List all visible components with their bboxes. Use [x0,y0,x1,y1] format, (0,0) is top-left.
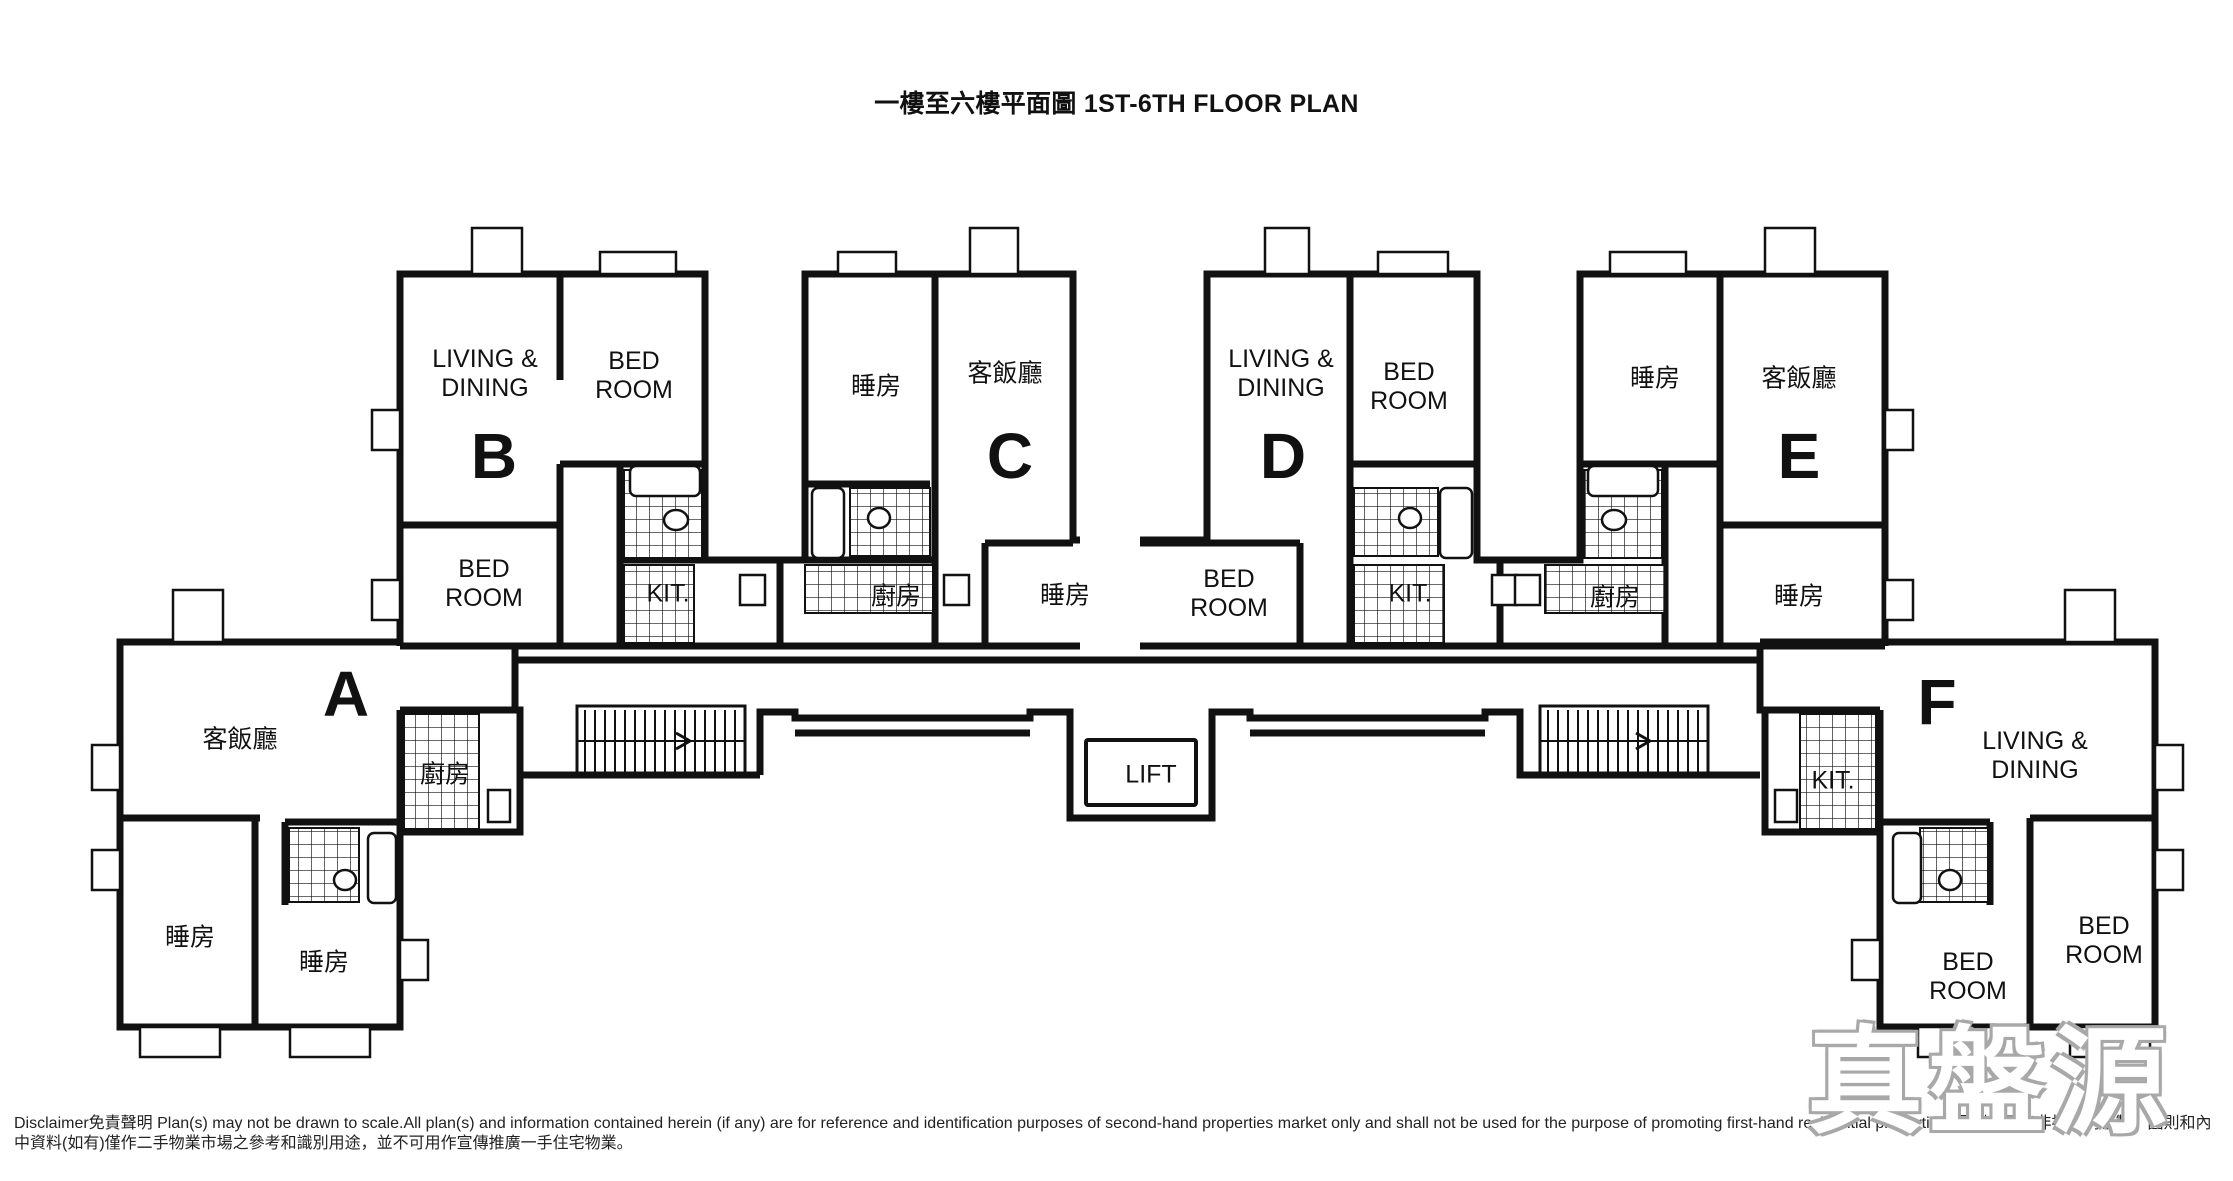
unit-d-letter: D [1259,420,1307,492]
watermark-logo: 真盤源 [1807,1014,2173,1150]
unit-c-walls [780,270,1080,650]
unit-e-kitchen-label: 廚房 [1589,583,1641,612]
unit-a-kitchen-label: 廚房 [419,760,471,789]
unit-d-living-label: LIVING & DINING [1228,345,1334,402]
lift-shaft [1084,738,1198,807]
unit-b-living-label: LIVING & DINING [432,345,538,402]
unit-c-bed1-label: 睡房 [850,372,902,401]
stair-left [575,704,747,778]
disclaimer-text: Disclaimer免責聲明 Plan(s) may not be drawn … [14,1115,2212,1152]
unit-a-living-label: 客飯廳 [202,725,278,754]
unit-b-kitchen-label: KIT. [646,579,690,608]
unit-c-kitchen-label: 廚房 [870,582,922,611]
unit-b-bed1-label: BED ROOM [595,347,673,404]
unit-e-living-label: 客飯廳 [1761,364,1837,393]
unit-f-letter: F [1917,666,1957,738]
unit-b-bed2-label: BED ROOM [445,555,523,612]
unit-f-bed1-label: BED ROOM [1929,948,2007,1005]
unit-f-living-label: LIVING & DINING [1982,727,2088,784]
corridor-walls [515,656,1760,822]
unit-e-walls [1500,270,1889,650]
unit-d-kitchen-label: KIT. [1388,579,1432,608]
unit-a-bed2-label: 睡房 [298,948,350,977]
unit-b-walls [396,270,784,650]
unit-a-walls [116,638,524,1031]
bay-windows [90,226,2185,1059]
lift-label: LIFT [1125,760,1177,789]
unit-f-kitchen-label: KIT. [1811,766,1855,795]
fixtures [332,464,1963,905]
unit-e-bed1-label: 睡房 [1629,364,1681,393]
unit-c-living-label: 客飯廳 [967,359,1043,388]
plan-title: 一樓至六樓平面圖 1ST-6TH FLOOR PLAN [874,90,1359,118]
stair-right [1538,704,1710,778]
tiled-areas [288,469,1989,903]
unit-e-letter: E [1777,420,1821,492]
unit-a-bed1-label: 睡房 [164,923,216,952]
unit-e-bed2-label: 睡房 [1773,582,1825,611]
unit-b-letter: B [470,420,518,492]
unit-c-letter: C [986,420,1034,492]
unit-d-bed2-label: BED ROOM [1190,565,1268,622]
unit-c-bed2-label: 睡房 [1039,581,1091,610]
unit-d-bed1-label: BED ROOM [1370,358,1448,415]
unit-a-letter: A [322,658,370,730]
unit-f-bed2-label: BED ROOM [2065,912,2143,969]
